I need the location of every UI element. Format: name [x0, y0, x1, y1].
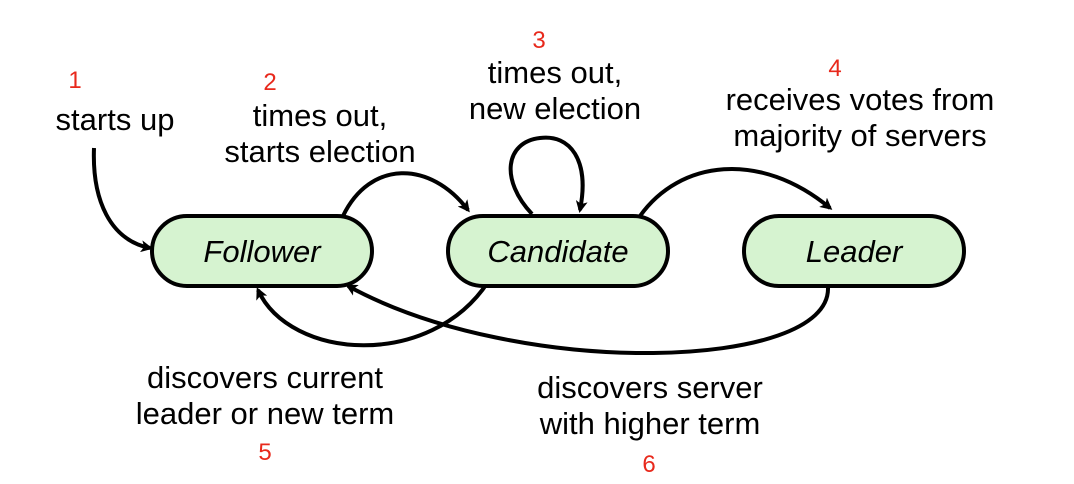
transition-3-number: 3	[532, 27, 546, 54]
transition-3-line-1: times out,	[487, 55, 623, 90]
arrow-candidate-to-leader	[638, 167, 833, 218]
state-leader-label: Leader	[806, 234, 904, 269]
transition-1-label: starts up	[40, 102, 190, 138]
transition-2-line-1: times out,	[252, 98, 388, 133]
transition-5-line-2: leader or new term	[135, 396, 395, 431]
transition-4-label: receives votes from majority of servers	[695, 82, 1025, 154]
state-follower: Follower	[150, 214, 374, 288]
arrow-candidate-self-loop	[508, 135, 588, 216]
state-follower-label: Follower	[203, 234, 322, 269]
transition-2-number: 2	[263, 69, 277, 96]
transition-3-line-2: new election	[468, 91, 642, 126]
state-candidate-label: Candidate	[487, 234, 628, 269]
arrow-leader-to-follower	[345, 284, 831, 356]
transition-2-line-2: starts election	[224, 134, 416, 169]
state-candidate: Candidate	[446, 214, 670, 288]
transition-5-line-1: discovers current	[146, 360, 384, 395]
transition-3-label: times out, new election	[440, 55, 670, 127]
state-leader: Leader	[742, 214, 966, 288]
transition-1-number: 1	[68, 67, 82, 94]
transition-6-number: 6	[642, 451, 656, 478]
transition-6-line-2: with higher term	[539, 406, 761, 441]
transition-4-line-2: majority of servers	[733, 118, 987, 153]
transition-6-line-1: discovers server	[537, 370, 763, 405]
transition-4-number: 4	[828, 55, 842, 82]
transition-6-label: discovers server with higher term	[500, 370, 800, 442]
transition-1-line-1: starts up	[55, 102, 175, 137]
transition-5-number: 5	[258, 439, 272, 466]
transition-4-line-1: receives votes from	[725, 82, 995, 117]
arrow-starts-up	[91, 147, 153, 253]
arrow-candidate-to-follower	[256, 280, 490, 348]
transition-2-label: times out, starts election	[195, 98, 445, 170]
transition-5-label: discovers current leader or new term	[110, 360, 420, 432]
arrow-follower-to-candidate	[341, 171, 470, 217]
